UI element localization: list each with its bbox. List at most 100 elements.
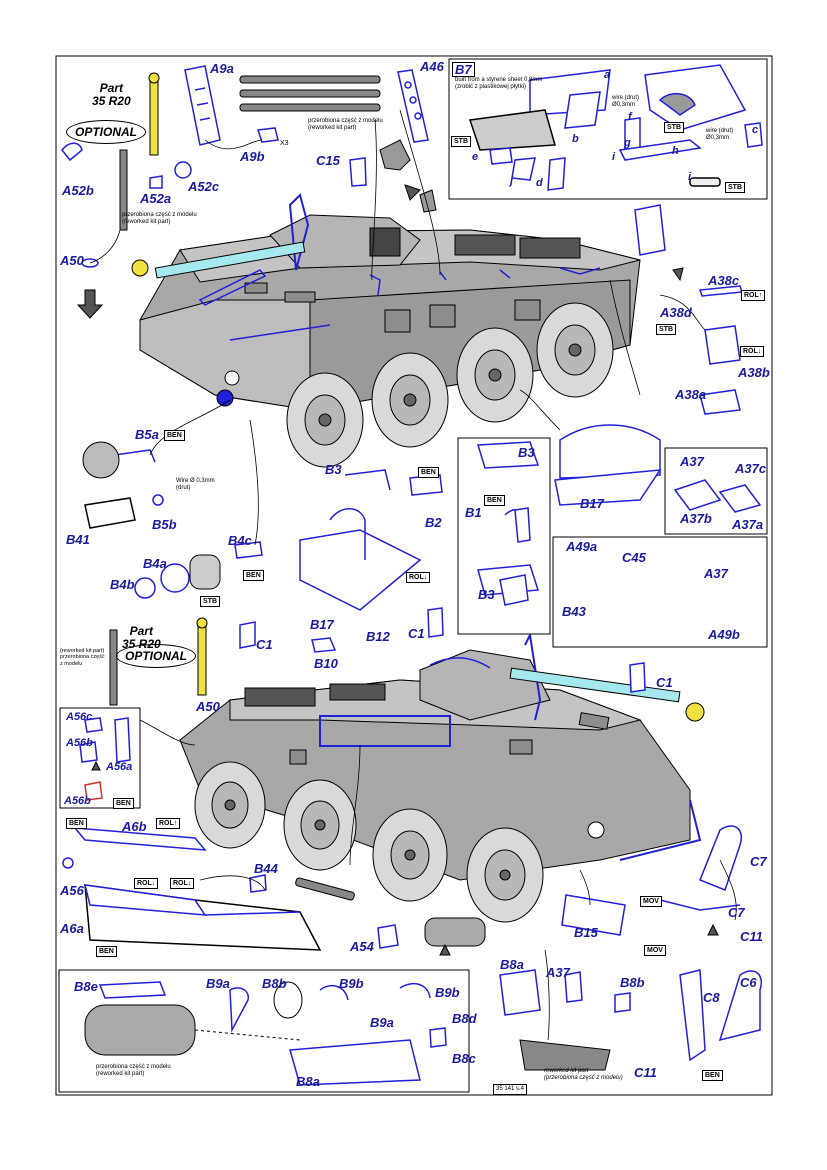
label-a52b: A52b [62, 183, 94, 198]
tag-rol3: ROL↓ [406, 572, 431, 583]
label-a37e: A37 [546, 965, 570, 980]
label-b7-h: h [672, 145, 679, 157]
label-a50: A50 [60, 253, 84, 268]
label-b4c: B4c [228, 533, 252, 548]
label-b9b: B9b [339, 976, 364, 991]
leader-lines [89, 109, 737, 1041]
label-b3b: B3 [518, 445, 535, 460]
tag-stb5: STB [200, 596, 220, 607]
label-c45: C45 [622, 550, 646, 565]
label-b7-c: c [752, 124, 759, 136]
tag-rol4: ROL↑ [156, 818, 181, 829]
label-b17b: B17 [580, 496, 604, 511]
label-a56c: A56c [66, 711, 93, 723]
label-a56: A56 [60, 883, 84, 898]
label-a56b2: A56b [64, 795, 91, 807]
page-code: 35 141 s.4 [493, 1084, 528, 1095]
arrows [76, 184, 719, 956]
label-a6b: A6b [122, 819, 147, 834]
label-c6: C6 [740, 975, 757, 990]
label-a52c: A52c [188, 179, 220, 194]
label-b10: B10 [314, 656, 338, 671]
label-b9a2: B9a [370, 1015, 394, 1030]
label-b7-i1: i [612, 151, 616, 163]
label-b1: B1 [465, 505, 482, 520]
label-b43: B43 [562, 604, 586, 619]
lower-parts [62, 607, 762, 1062]
tag-stb1: STB [451, 136, 471, 147]
label-b2: B2 [425, 515, 442, 530]
note-reworked1: przerobiona część z modelu (reworked kit… [122, 212, 197, 225]
tag-ben4: BEN [243, 570, 264, 581]
label-a38b: A38b [738, 365, 770, 380]
label-c11b: C11 [634, 1065, 657, 1080]
label-a37: A37 [680, 454, 704, 469]
tag-rol6: ROL↓ [170, 878, 195, 889]
tag-ben5: BEN [113, 798, 134, 809]
label-a56b: A56b [66, 737, 93, 749]
label-b7-i2: i [688, 171, 692, 183]
a49-box [552, 536, 768, 648]
label-b7: B7 [452, 62, 475, 77]
tag-mov1: MOV [640, 896, 662, 907]
label-b8d: B8d [452, 1011, 477, 1026]
label-c8: C8 [703, 990, 720, 1005]
label-a54: A54 [350, 939, 374, 954]
label-b44: B44 [254, 861, 278, 876]
optional-bottom: OPTIONAL [116, 644, 196, 668]
label-a37c: A37c [735, 461, 767, 476]
tag-ben3: BEN [484, 495, 505, 506]
label-a37b: A37b [680, 511, 712, 526]
label-a49a: A49a [566, 539, 598, 554]
tag-ben6: BEN [66, 818, 87, 829]
label-a38c: A38c [708, 273, 740, 288]
label-b7-g: g [624, 137, 631, 149]
label-a50b: A50 [196, 699, 220, 714]
tag-rol5: ROL↓ [134, 878, 159, 889]
label-b7-d: d [536, 177, 543, 189]
label-b15: B15 [574, 925, 598, 940]
label-b7-e: e [472, 151, 479, 163]
label-b3: B3 [325, 462, 342, 477]
note-wire3: Wire Ø 0,3mm (drut) [176, 478, 215, 491]
label-a38a: A38a [675, 387, 707, 402]
label-b7-f: f [628, 111, 632, 123]
label-b5a: B5a [135, 427, 159, 442]
optional-top: OPTIONAL [66, 120, 146, 144]
top-vehicle [131, 193, 641, 468]
tag-rol1: ROL↑ [741, 290, 766, 301]
label-b3c: B3 [478, 587, 495, 602]
reworked-part [519, 1039, 611, 1071]
shafts [82, 72, 751, 706]
label-a37d: A37 [704, 566, 728, 581]
note-reworked2: przerobiona część z modelu (reworked kit… [308, 118, 383, 131]
note-reworked3: (reworked kit part) przerobiona część z … [60, 648, 105, 667]
label-b17: B17 [310, 617, 334, 632]
label-b8a: B8a [500, 957, 524, 972]
tag-rol2: ROL↓ [740, 346, 765, 357]
b7-parts [469, 64, 763, 191]
label-c1a: C1 [256, 637, 273, 652]
label-b5b: B5b [152, 517, 177, 532]
note-b7: built from a styrene sheet 0,8mm (zrobić… [455, 77, 543, 90]
a37-parts [673, 479, 762, 513]
label-b8b2: B8b [262, 976, 287, 991]
label-a37a: A37a [732, 517, 764, 532]
part-35r20-top: Part 35 R20 [92, 81, 131, 109]
label-b12: B12 [366, 629, 390, 644]
label-b8c: B8c [452, 1051, 476, 1066]
tag-ben2: BEN [418, 467, 439, 478]
label-b7-b: b [572, 133, 579, 145]
label-a52a: A52a [140, 191, 172, 206]
note-wire1: wire (drut) Ø0,3mm [612, 95, 640, 108]
tag-mov2: MOV [644, 945, 666, 956]
bottom-vehicle [179, 631, 705, 923]
label-b41: B41 [66, 532, 90, 547]
label-b8b: B8b [620, 975, 645, 990]
label-b4a: B4a [143, 556, 167, 571]
a56-parts [79, 717, 131, 801]
note-reworked4: reworked kit part (przerobiona część z m… [544, 1068, 623, 1081]
b8-parts [84, 981, 447, 1086]
label-c1c: C1 [656, 675, 673, 690]
